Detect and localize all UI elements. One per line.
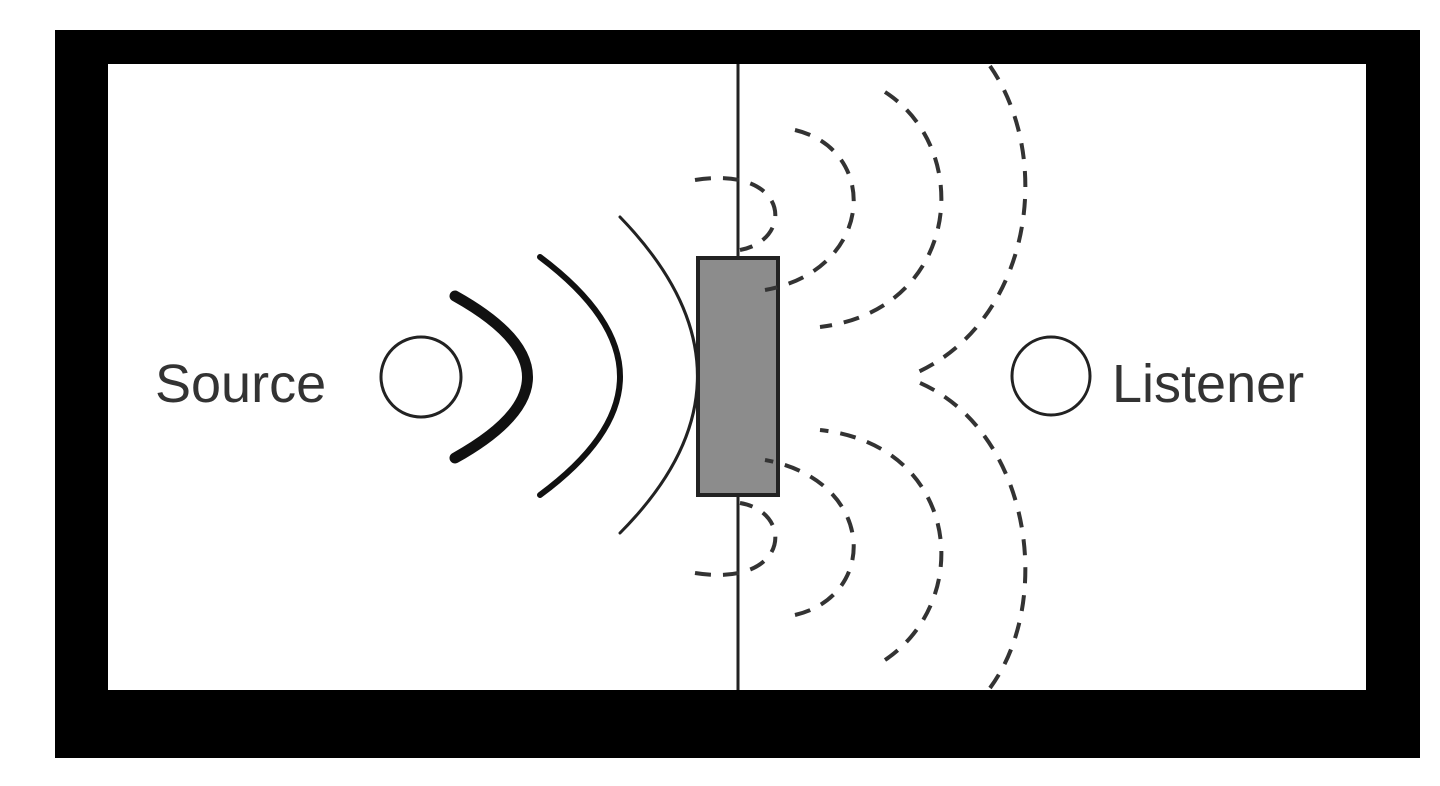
listener-label: Listener [1112,354,1304,414]
diffracted-wave-top-1 [694,176,778,252]
source-circle [379,335,463,419]
diffracted-wave-top-2 [764,128,856,292]
incident-wave-1 [449,290,533,464]
diffracted-waves-top [694,64,1028,374]
diffracted-wave-bottom-4 [917,380,1028,690]
diffracted-wave-top-3 [819,90,944,329]
incident-wave-2 [537,254,623,498]
barrier [696,256,780,497]
diffracted-wave-bottom-2 [764,458,856,617]
listener-circle [1010,335,1092,417]
diffracted-wave-top-4 [917,64,1028,374]
diffracted-waves-bottom [694,380,1028,690]
diffracted-wave-bottom-1 [694,501,778,577]
diffracted-wave-bottom-3 [819,428,944,662]
source-label: Source [155,354,326,414]
